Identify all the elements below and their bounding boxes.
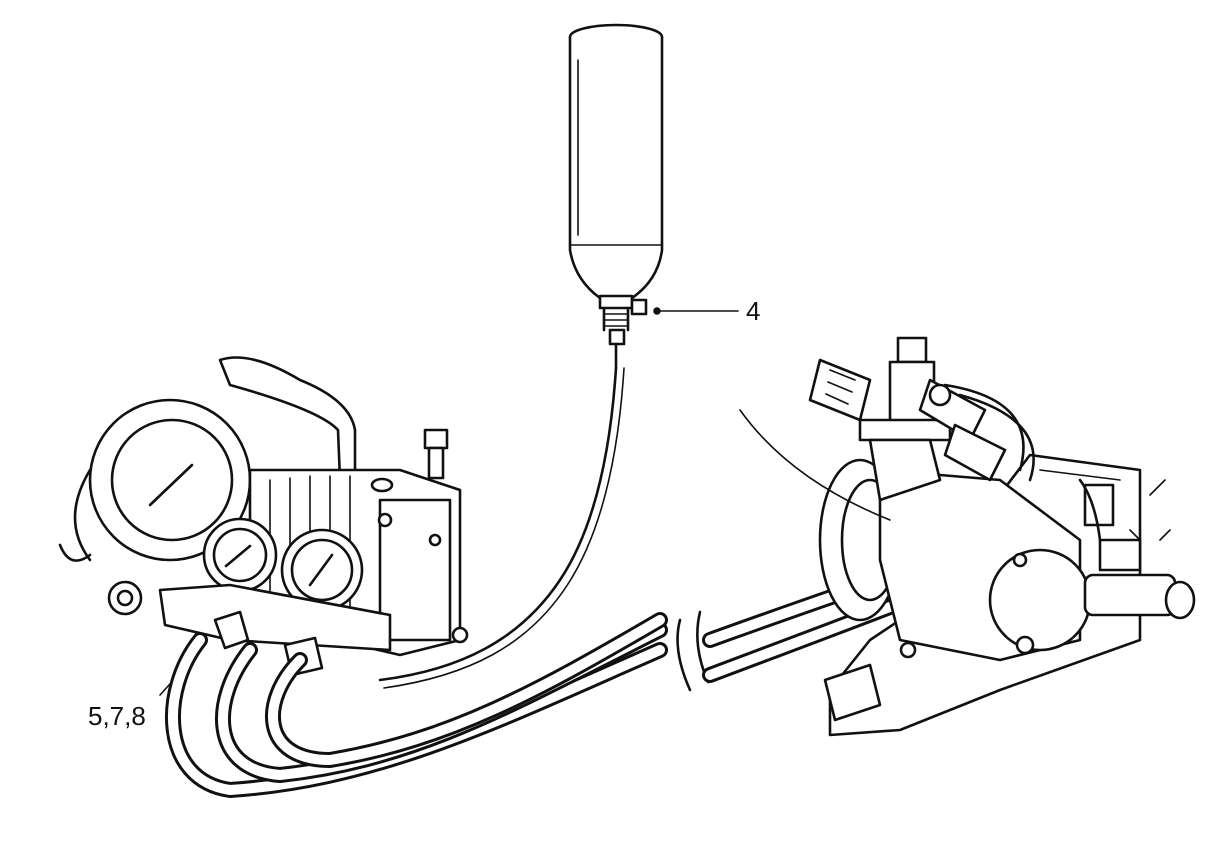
compressor-unit [739, 336, 1196, 737]
label-4: 4 [746, 296, 760, 326]
charging-bottle [568, 23, 664, 370]
label-5-7-8: 5,7,8 [88, 701, 146, 731]
valve-knob-a [213, 610, 250, 650]
bottle-hose [378, 366, 618, 682]
callout-4: 4 [653, 296, 760, 326]
service-port-cap [896, 336, 928, 364]
gauge-manifold-set [58, 356, 469, 677]
